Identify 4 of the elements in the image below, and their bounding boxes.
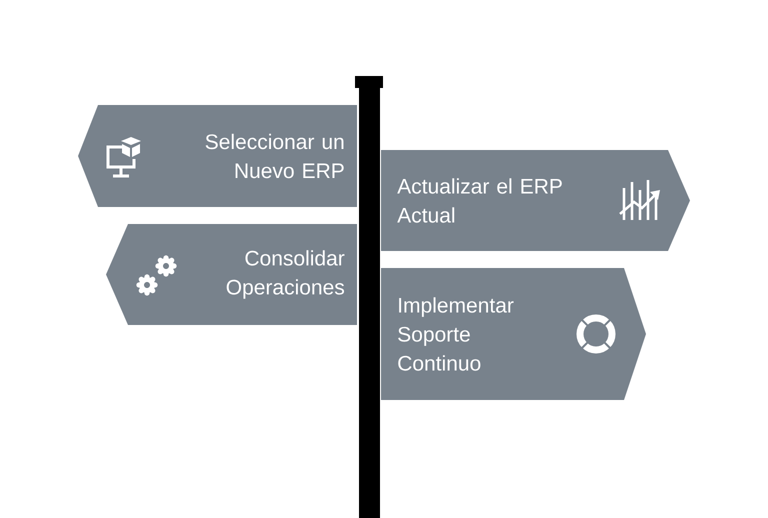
signpost-board: Consolidar Operaciones (106, 224, 357, 325)
signpost-board: Seleccionar un Nuevo ERP (78, 105, 357, 207)
signpost-board: Implementar Soporte Continuo (381, 268, 646, 400)
signpost-board: Actualizar el ERP Actual (381, 150, 690, 251)
